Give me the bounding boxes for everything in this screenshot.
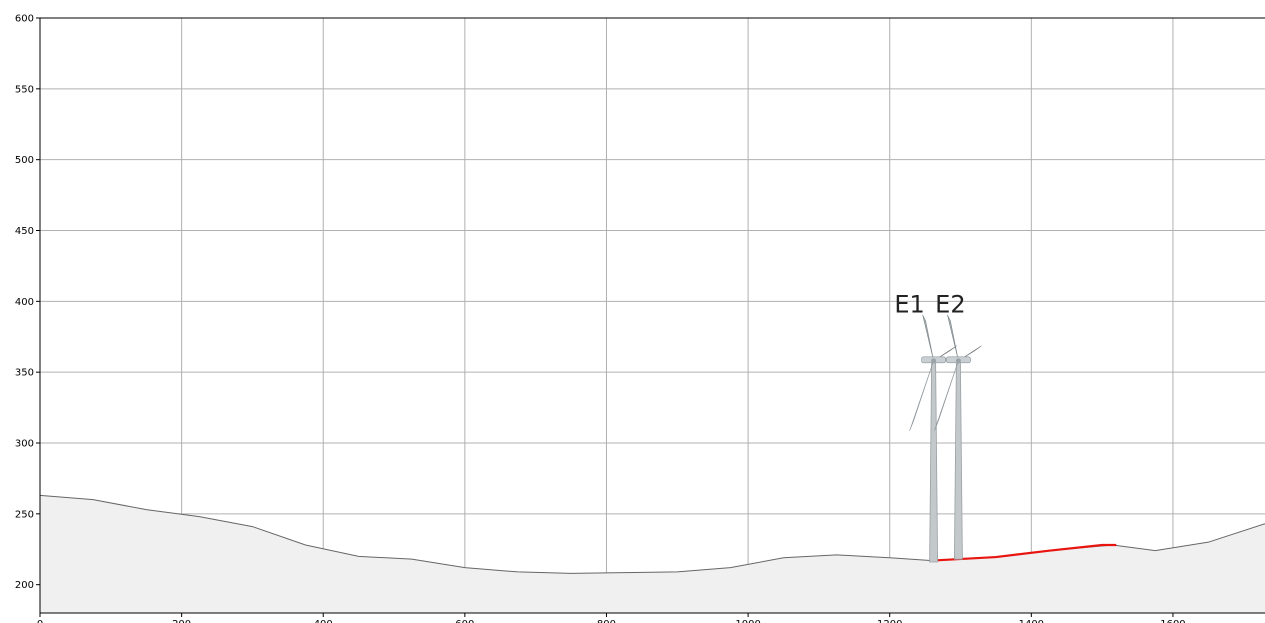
y-tick-label: 500 (15, 155, 34, 166)
turbine-blade (909, 360, 934, 431)
x-tick-label: 600 (455, 619, 474, 623)
y-tick-label: 350 (15, 368, 34, 379)
turbine-blade (933, 345, 957, 362)
turbine-label: E1 (894, 291, 924, 319)
tick-labels: 200 250 300 350 400 450 500 550 600 0 200 400 600 800… (15, 14, 1186, 623)
y-tick-label: 550 (15, 84, 34, 95)
y-tick-label: 300 (15, 439, 34, 450)
turbine-hub (931, 358, 937, 364)
highlight-line (932, 543, 1117, 562)
turbine-tower (929, 360, 939, 563)
x-tick-label: 200 (172, 619, 191, 623)
turbine-blade (958, 345, 982, 362)
turbine-tower (953, 360, 963, 560)
x-tick-label: 0 (37, 619, 43, 623)
x-tick-label: 1200 (877, 619, 902, 623)
x-tick-label: 1600 (1160, 619, 1185, 623)
wind-turbine-icon: E1 (894, 291, 957, 563)
turbines: E1 E2 (894, 291, 982, 563)
turbine-blade (934, 360, 959, 431)
x-tick-label: 400 (314, 619, 333, 623)
wind-turbine-icon: E2 (934, 291, 982, 560)
turbine-hub (955, 358, 961, 364)
y-tick-label: 250 (15, 509, 34, 520)
turbine-label: E2 (935, 291, 965, 319)
y-tick-label: 200 (15, 580, 34, 591)
terrain-area (39, 494, 1265, 613)
x-tick-label: 1400 (1019, 619, 1044, 623)
turbine-blade (922, 314, 934, 361)
x-tick-label: 800 (597, 619, 616, 623)
y-tick-label: 400 (15, 297, 34, 308)
y-tick-label: 600 (15, 14, 34, 25)
axes (36, 17, 1265, 617)
x-tick-label: 1000 (735, 619, 760, 623)
terrain-fill (40, 495, 1265, 613)
turbine-blade (947, 314, 959, 361)
y-tick-label: 450 (15, 226, 34, 237)
